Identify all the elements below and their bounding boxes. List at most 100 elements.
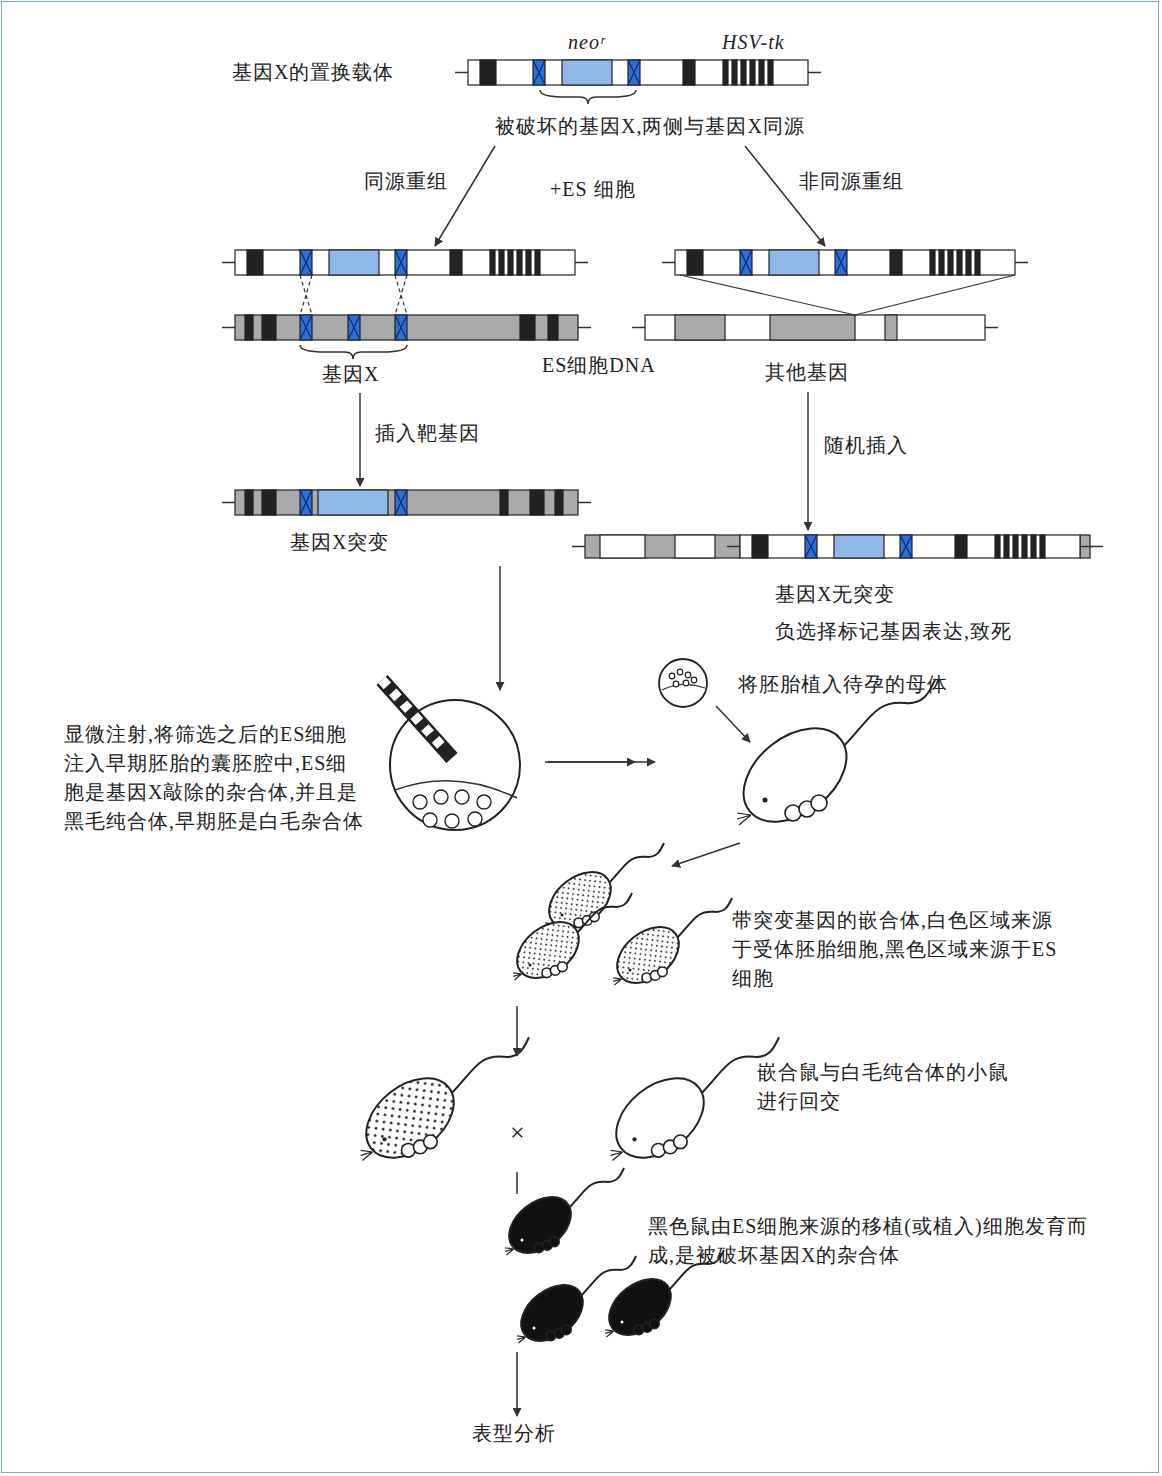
drawn-line	[300, 345, 407, 359]
figure-group: 基因X	[220, 246, 595, 393]
homology-arm	[533, 60, 545, 85]
gene-segment	[395, 490, 407, 515]
drawn-line	[716, 706, 750, 742]
gene-segment	[245, 490, 253, 515]
gene-segment	[740, 535, 1080, 558]
gene-segment	[1004, 535, 1009, 558]
gene-segment	[966, 250, 971, 275]
gene-segment	[508, 250, 513, 275]
figure-group: 将胚胎植入待孕的母体	[655, 655, 1000, 843]
gene-segment	[555, 490, 563, 515]
edge-label: 非同源重组	[797, 168, 906, 194]
homology-arm	[740, 250, 752, 275]
gene-segment	[675, 535, 715, 558]
gene-segment	[247, 250, 263, 275]
caption-text: 黑色鼠由ES细胞来源的移植(或植入)细胞发育而成,是被破坏基因X的杂合体	[648, 1212, 1110, 1270]
gene-segment	[235, 315, 578, 340]
inner-cell	[445, 814, 459, 828]
embryo-cell	[673, 681, 679, 687]
caption-text: 嵌合鼠与白毛纯合体的小鼠进行回交	[757, 1058, 1019, 1116]
caption-text: 负选择标记基因表达,致死	[775, 617, 1012, 646]
drawn-line	[382, 680, 452, 758]
gene-segment	[1013, 535, 1018, 558]
gene-segment	[318, 490, 388, 515]
caption-text: 基因X的置换载体	[232, 58, 394, 87]
caption-text: neoʳ	[568, 28, 605, 57]
gene-segment	[930, 250, 935, 275]
homology-arm	[835, 250, 847, 275]
mouse-figure	[607, 898, 732, 994]
gene-segment	[995, 535, 1000, 558]
embryo-cell	[685, 672, 691, 678]
flow-arrow	[807, 392, 809, 530]
gene-segment	[262, 490, 276, 515]
flow-arrow	[516, 1172, 518, 1194]
caption-text: 基因X无突变	[775, 580, 895, 609]
homology-arm	[395, 490, 407, 515]
gene-segment	[395, 250, 407, 275]
flow-arrow	[548, 761, 655, 763]
gene-segment	[675, 315, 725, 340]
gene-segment	[805, 535, 817, 558]
inner-cell	[413, 795, 427, 809]
gene-segment	[939, 250, 944, 275]
gene-segment	[732, 60, 737, 85]
flow-arrow	[359, 393, 361, 486]
mouse-figure	[507, 893, 632, 989]
embryo-cell	[683, 680, 689, 686]
gene-segment	[645, 315, 985, 340]
mouse-figure	[601, 1037, 779, 1174]
inner-cell	[455, 790, 469, 804]
homology-arm	[805, 535, 817, 558]
gene-segment	[1022, 535, 1027, 558]
gene-segment	[740, 250, 752, 275]
homology-arm	[900, 535, 912, 558]
edge-label: 插入靶基因	[373, 420, 482, 446]
gene-segment	[300, 315, 312, 340]
homology-arm	[300, 315, 312, 340]
gene-segment	[723, 60, 728, 85]
gene-segment	[535, 250, 540, 275]
gene-segment	[517, 250, 522, 275]
gene-segment	[300, 490, 312, 515]
gene-segment	[329, 250, 379, 275]
flow-arrow	[435, 146, 495, 246]
gene-segment	[300, 250, 312, 275]
edge-label: 随机插入	[822, 432, 910, 458]
gene-segment	[683, 60, 695, 85]
caption-text: HSV-tk	[722, 28, 785, 57]
gene-segment	[348, 315, 360, 340]
embryo-cell	[669, 673, 675, 679]
inner-cell	[468, 812, 482, 826]
caption-text: 基因X突变	[290, 528, 389, 557]
inner-cell	[434, 790, 448, 804]
gene-segment	[600, 535, 645, 558]
figure-group: 其他基因	[640, 246, 1035, 392]
gene-segment	[262, 315, 276, 340]
gene-segment	[975, 250, 980, 275]
gene-segment	[450, 250, 462, 275]
gene-segment	[585, 535, 740, 558]
gene-segment	[900, 535, 912, 558]
caption-text: 被破坏的基因X,两侧与基因X同源	[495, 112, 805, 141]
gene-segment	[548, 315, 558, 340]
gene-segment	[500, 490, 508, 515]
mouse-figure	[351, 1037, 529, 1174]
note-label: +ES 细胞	[548, 176, 638, 202]
caption-text: 显微注射,将筛选之后的ES细胞注入早期胚胎的囊胚腔中,ES细胞是基因X敲除的杂合…	[64, 720, 364, 836]
flow-arrow	[672, 843, 740, 866]
figure-group: 基因X无突变负选择标记基因表达,致死	[568, 530, 1108, 652]
embryo-cell	[691, 677, 697, 683]
gene-segment	[687, 250, 703, 275]
flow-arrow	[499, 566, 501, 690]
note-label: 表型分析	[470, 1420, 558, 1446]
gene-segment	[955, 535, 967, 558]
mouse-figure	[726, 680, 935, 841]
flow-arrow	[516, 1006, 518, 1056]
gene-segment	[499, 250, 504, 275]
figure-group: 黑色鼠由ES细胞来源的移植(或植入)细胞发育而成,是被破坏基因X的杂合体	[480, 1194, 1114, 1346]
gene-segment	[490, 250, 495, 275]
homology-arm	[628, 60, 640, 85]
gene-segment	[770, 315, 855, 340]
caption-text: 将胚胎植入待孕的母体	[738, 670, 948, 699]
